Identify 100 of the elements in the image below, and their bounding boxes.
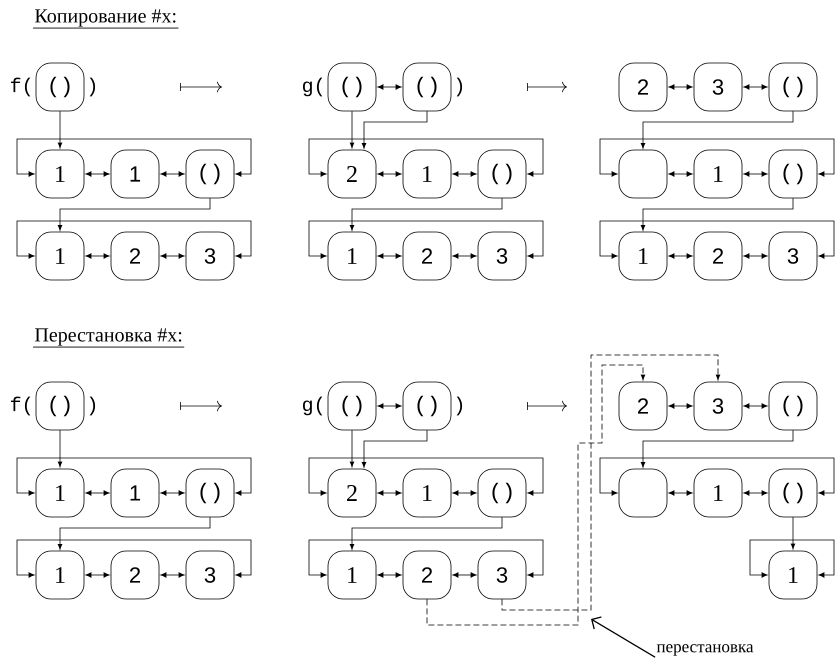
list-cell: 3: [478, 232, 526, 280]
list-cell: 1: [36, 232, 84, 280]
list-cell: 2: [618, 62, 668, 112]
pointer-arrow: [350, 517, 502, 550]
link-arrow: [452, 490, 477, 496]
call-bracket: g(: [303, 396, 322, 416]
link-arrow: [85, 171, 110, 177]
list-cell: 1: [694, 150, 742, 198]
list-cell: 1: [402, 150, 452, 198]
list-cell: 1: [618, 232, 668, 280]
leader-line: [591, 616, 656, 658]
pointer-arrow: [350, 430, 354, 468]
link-arrow: [85, 490, 110, 496]
pointer-arrow: [790, 517, 796, 550]
pointer-arrow: [58, 430, 62, 468]
list-cell: 3: [768, 232, 818, 280]
list-cell: 2: [328, 468, 376, 518]
list-cell: (): [36, 382, 84, 430]
annotation-text: перестановка: [656, 644, 754, 656]
pointer-arrow: [640, 430, 794, 468]
list-cell: 2: [110, 232, 160, 280]
empty-cell: [618, 150, 668, 198]
call-bracket: g(: [303, 78, 322, 96]
list-cell: 2: [618, 382, 668, 430]
list-cell: 2: [110, 550, 160, 600]
list-cell: 3: [186, 550, 234, 600]
wrap-link: [308, 540, 544, 578]
link-arrow: [452, 253, 477, 259]
list-cell: (): [186, 468, 234, 518]
link-arrow: [743, 84, 768, 90]
link-arrow: [160, 490, 185, 496]
link-arrow: [452, 171, 477, 177]
section-heading: Копирование #x:: [32, 9, 179, 28]
link-arrow: [377, 572, 402, 578]
link-arrow: [743, 403, 768, 409]
pointer-arrow: [58, 111, 62, 148]
list-cell: 1: [402, 468, 452, 518]
link-arrow: [743, 490, 768, 496]
list-cell: 2: [694, 232, 742, 280]
empty-cell: [618, 468, 668, 518]
call-bracket: f(: [10, 78, 30, 96]
list-cell: (): [478, 468, 526, 518]
list-cell: 1: [36, 150, 84, 198]
link-arrow: [85, 253, 110, 259]
link-arrow: [452, 572, 477, 578]
list-cell: 1: [694, 468, 742, 518]
wrap-link: [600, 220, 834, 259]
wrap-link: [308, 138, 544, 177]
list-cell: 3: [694, 62, 742, 112]
pointer-arrow: [362, 430, 428, 468]
link-arrow: [743, 253, 768, 259]
link-arrow: [377, 403, 402, 409]
wrap-link: [16, 540, 252, 578]
link-arrow: [160, 253, 185, 259]
list-cell: 1: [328, 232, 376, 280]
list-cell: 1: [36, 550, 84, 600]
list-cell: (): [768, 62, 818, 112]
list-cell: 1: [328, 550, 376, 600]
link-arrow: [160, 171, 185, 177]
list-cell: (): [402, 62, 452, 112]
list-cell: 2: [402, 232, 452, 280]
list-cell: 1: [110, 150, 160, 198]
list-cell: 3: [478, 550, 526, 600]
link-arrow: [377, 490, 402, 496]
wrap-link: [750, 540, 834, 578]
call-bracket: ): [456, 396, 462, 416]
wrap-link: [600, 458, 834, 496]
list-cell: (): [328, 62, 376, 112]
wrap-link: [600, 138, 834, 177]
pointer-arrow: [362, 111, 428, 149]
pointer-arrow: [58, 517, 210, 550]
wrap-link: [308, 220, 544, 259]
link-arrow: [668, 490, 693, 496]
link-arrow: [743, 171, 768, 177]
wrap-link: [16, 220, 252, 259]
link-arrow: [668, 84, 693, 90]
list-cell: (): [186, 150, 234, 198]
pointer-arrow: [640, 111, 794, 149]
link-arrow: [85, 572, 110, 578]
link-arrow: [668, 171, 693, 177]
link-arrow: [377, 171, 402, 177]
list-cell: 2: [328, 150, 376, 198]
wrap-link: [16, 458, 252, 496]
pointer-arrow: [350, 198, 502, 231]
call-bracket: ): [90, 78, 96, 96]
link-arrow: [377, 84, 402, 90]
list-cell: (): [36, 62, 84, 112]
list-cell: 1: [768, 550, 818, 600]
list-cell: (): [768, 382, 818, 430]
list-cell: (): [328, 382, 376, 430]
list-cell: (): [768, 468, 818, 518]
dashed-arrow: [426, 364, 646, 626]
wrap-link: [16, 138, 252, 177]
call-bracket: f(: [10, 396, 30, 416]
link-arrow: [668, 253, 693, 259]
wrap-link: [308, 458, 544, 496]
section-heading: Перестановка #x:: [32, 328, 185, 348]
call-bracket: ): [90, 396, 96, 416]
list-cell: 2: [402, 550, 452, 600]
list-cell: 1: [36, 468, 84, 518]
